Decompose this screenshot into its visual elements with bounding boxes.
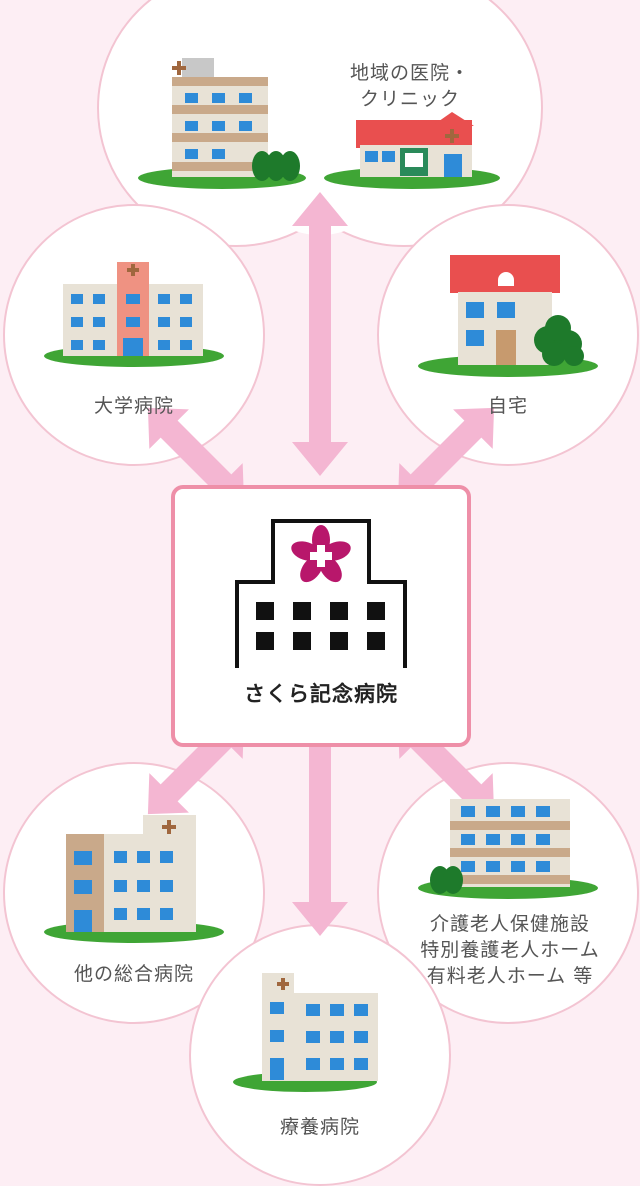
care-label: 介護老人保健施設 特別養護老人ホーム 有料老人ホーム 等 bbox=[398, 911, 622, 989]
center-hospital-name: さくら記念病院 bbox=[173, 678, 469, 708]
care-label-line1: 介護老人保健施設 bbox=[398, 911, 622, 937]
arrow-clinic bbox=[292, 192, 348, 476]
ryoyo-label: 療養病院 bbox=[240, 1114, 400, 1140]
care-label-line3: 有料老人ホーム 等 bbox=[398, 963, 622, 989]
care-label-line2: 特別養護老人ホーム bbox=[398, 937, 622, 963]
general-label: 他の総合病院 bbox=[44, 961, 224, 987]
clinic-label-line1: 地域の医院・ bbox=[330, 60, 490, 86]
clinic-label: 地域の医院・ クリニック bbox=[330, 60, 490, 112]
clinic-label-line2: クリニック bbox=[330, 86, 490, 112]
home-label: 自宅 bbox=[428, 393, 588, 419]
university-label: 大学病院 bbox=[54, 393, 214, 419]
